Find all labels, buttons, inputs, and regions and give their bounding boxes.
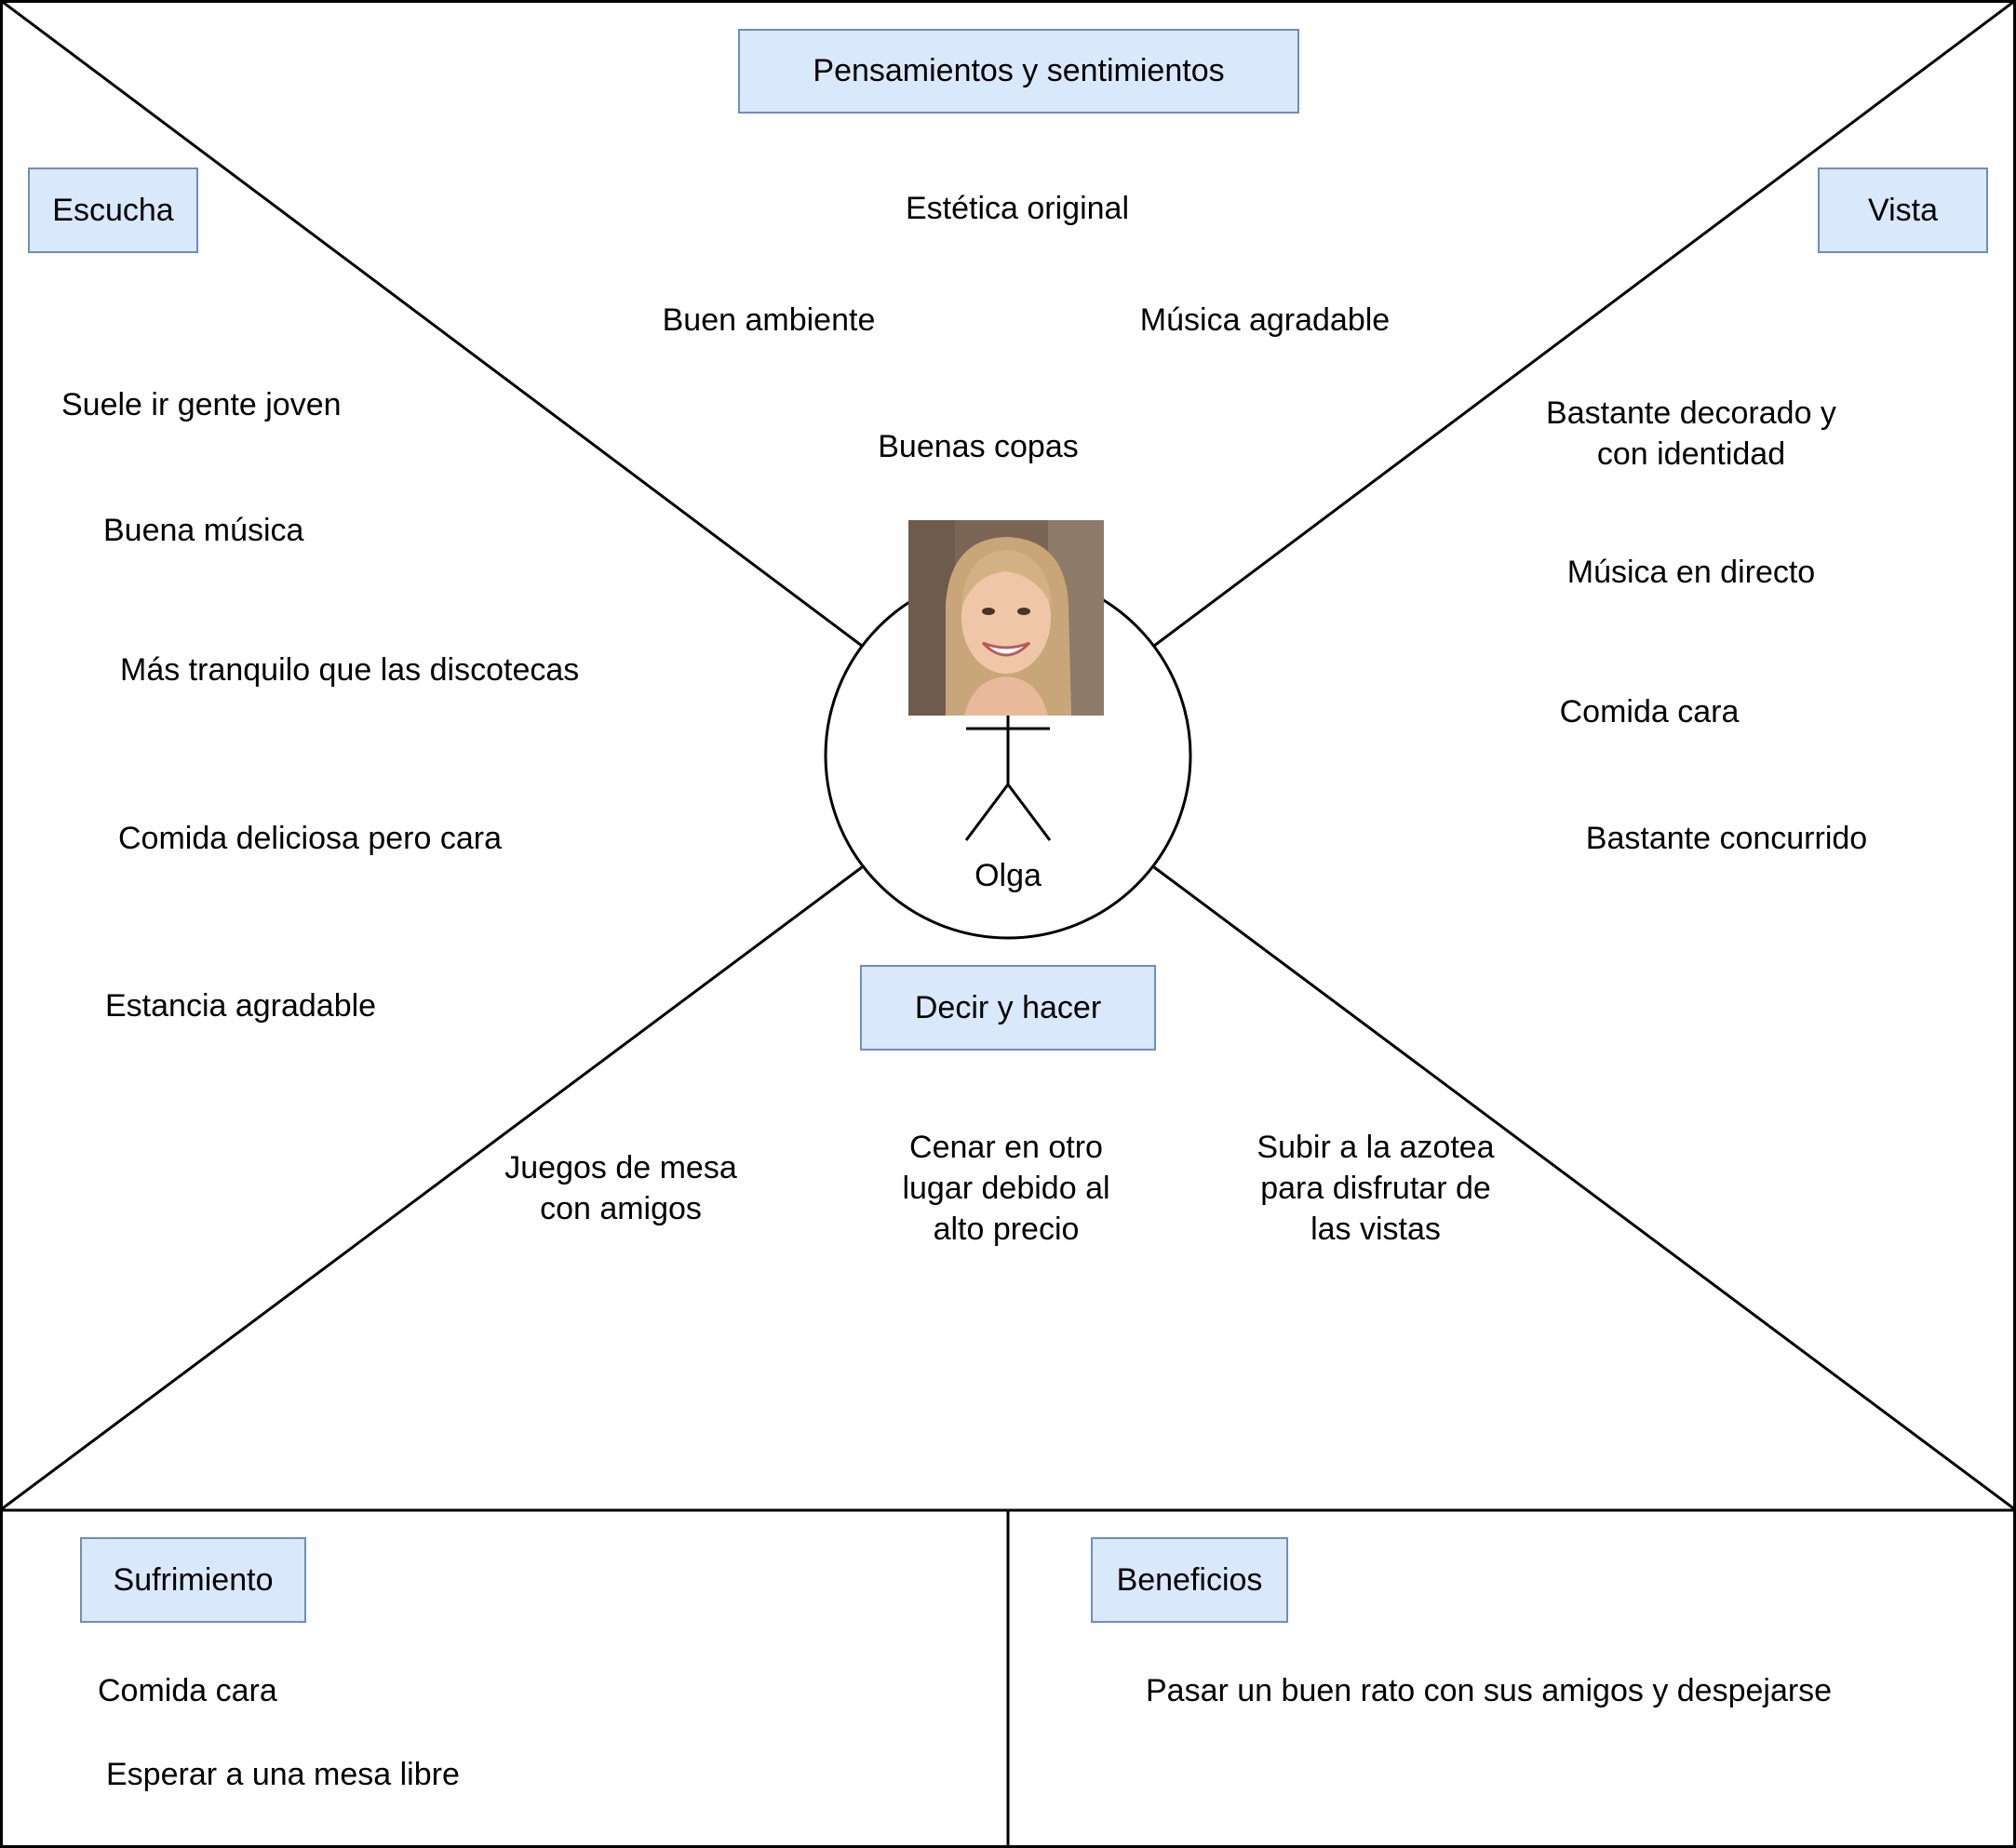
section-title-says-does: Decir y hacer — [860, 965, 1156, 1051]
section-title-hears: Escucha — [28, 167, 198, 253]
thinks-feels-item: Buen ambiente — [662, 302, 876, 338]
says-does-item: Cenar en otro lugar debido al alto preci… — [902, 1130, 1110, 1247]
hears-item: Más tranquilo que las discotecas — [120, 652, 580, 688]
sees-item: Comida cara — [1559, 694, 1740, 730]
says-does-item: Subir a la azotea para disfrutar de las … — [1257, 1130, 1495, 1247]
diagonal-bottom-left — [0, 865, 863, 1512]
sees-item: Bastante concurrido — [1585, 821, 1868, 856]
persona-photo — [908, 520, 1104, 716]
hears-item: Suele ir gente joven — [61, 387, 342, 422]
diagonal-top-left — [0, 0, 863, 648]
persona-photo-illustration — [908, 520, 1104, 716]
pains-item: Esperar a una mesa libre — [106, 1757, 460, 1792]
stick-figure-icon — [964, 716, 1052, 841]
section-title-pains: Sufrimiento — [80, 1537, 306, 1623]
sees-item: Música en directo — [1566, 555, 1816, 590]
says-does-item: Juegos de mesa con amigos — [504, 1150, 737, 1226]
gains-item: Pasar un buen rato con sus amigos y desp… — [1146, 1673, 1833, 1708]
thinks-feels-item: Música agradable — [1139, 302, 1391, 338]
diagonal-top-right — [1153, 0, 2016, 648]
thinks-feels-item: Buenas copas — [878, 429, 1079, 464]
pains-item: Comida cara — [98, 1673, 277, 1708]
thinks-feels-item: Estética original — [905, 191, 1130, 226]
section-title-gains: Beneficios — [1091, 1537, 1288, 1623]
section-title-thinks-feels: Pensamientos y sentimientos — [738, 29, 1299, 114]
diagonal-bottom-right — [1153, 865, 2016, 1512]
hears-item: Comida deliciosa pero cara — [118, 821, 502, 856]
sees-item: Bastante decorado y con identidad — [1546, 395, 1836, 472]
hears-item: Buena música — [103, 513, 304, 548]
section-title-sees: Vista — [1818, 167, 1988, 253]
persona-name: Olga — [974, 858, 1042, 893]
hears-item: Estancia agradable — [105, 988, 377, 1024]
